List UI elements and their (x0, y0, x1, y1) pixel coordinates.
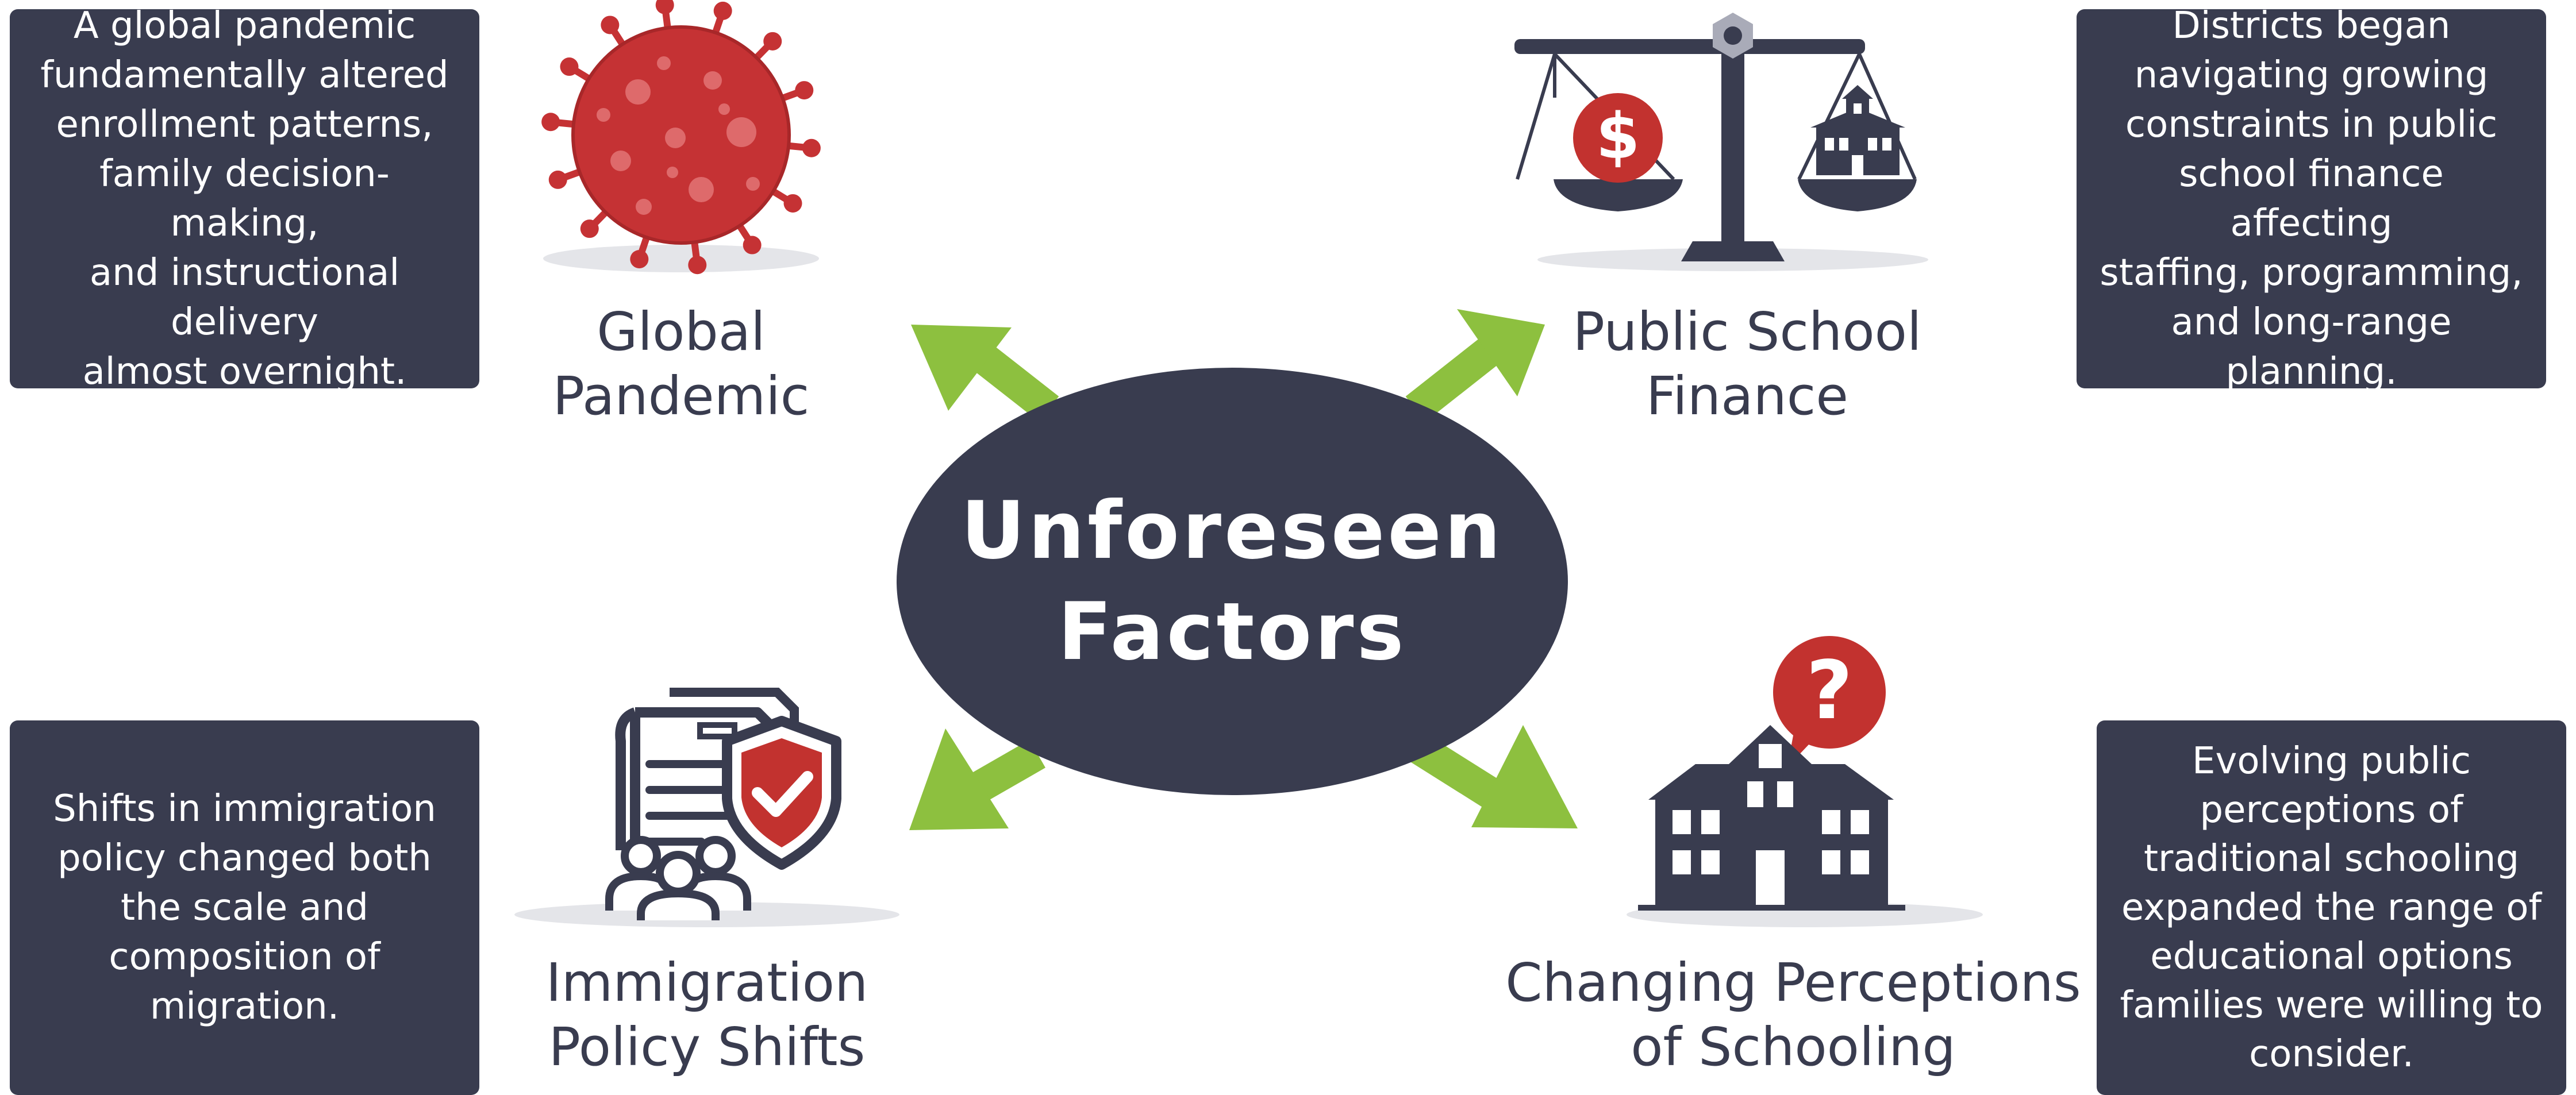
description-line: policy changed both (57, 837, 432, 880)
description-line: Shifts in immigration (53, 788, 436, 830)
factor-label-immigration-policy-shifts: Immigration Policy Shifts (506, 951, 908, 1079)
description-line: constraints in public (2125, 103, 2498, 146)
virus-spike-tip (580, 219, 599, 238)
description-line: and long-range planning. (2171, 301, 2452, 393)
description-line: navigating growing (2134, 54, 2489, 97)
factor-label-line2: of Schooling (1631, 1016, 1956, 1078)
description-box-immigration-policy-shifts: Shifts in immigration policy changed bot… (10, 720, 479, 1095)
description-line: educational options (2150, 935, 2513, 978)
virus-spike-tip (795, 81, 814, 100)
factor-label-line2: Finance (1646, 365, 1848, 427)
virus-spike-tip (541, 113, 560, 132)
description-line: enrollment patterns, (56, 103, 433, 146)
arrow-to-global-pandemic (911, 325, 1059, 422)
dollar-symbol: $ (1596, 99, 1640, 173)
factor-label-line2: Pandemic (552, 365, 810, 427)
factor-label-line1: Immigration (545, 952, 868, 1013)
virus-spike-tip (802, 138, 821, 157)
virus-spike-tip (763, 32, 782, 51)
description-line: fundamentally altered (40, 54, 449, 97)
description-line: families were willing to (2120, 984, 2543, 1027)
virus-spike-tip (713, 1, 732, 20)
description-line: the scale and (120, 886, 369, 929)
description-box-changing-perceptions: Evolving public perceptions of tradition… (2097, 720, 2566, 1095)
arrow-to-public-school-finance (1405, 309, 1545, 422)
center-ellipse (897, 368, 1568, 795)
question-bubble-icon: ? (1773, 636, 1886, 767)
virus-spike-tip (743, 236, 762, 255)
description-line: traditional schooling (2143, 837, 2520, 880)
description-line: Evolving public (2192, 739, 2471, 782)
description-line: almost overnight. (82, 350, 407, 393)
virus-spike-tip (560, 57, 579, 76)
description-line: migration. (149, 985, 340, 1028)
virus-spike-tip (548, 170, 567, 189)
virus-icon (541, 0, 821, 275)
factor-label-line1: Public School (1572, 301, 1922, 363)
factor-label-global-pandemic: Global Pandemic (517, 300, 845, 429)
arrow-to-changing-perceptions (1408, 725, 1578, 828)
virus-spike-tip (655, 0, 674, 14)
factor-label-line1: Changing Perceptions (1505, 952, 2081, 1013)
description-line: perceptions of (2200, 788, 2463, 831)
virus-spike-tip (688, 256, 707, 275)
virus-spike-tip (630, 250, 649, 269)
virus-spike-tip (601, 16, 620, 34)
description-line: and instructional delivery (89, 252, 400, 344)
arrow-to-immigration-policy-shifts (909, 728, 1045, 830)
description-line: consider. (2249, 1032, 2414, 1075)
virus-spikes (541, 0, 821, 275)
description-line: expanded the range of (2121, 886, 2542, 929)
factor-label-public-school-finance: Public School Finance (1529, 300, 1966, 429)
description-line: family decision-making, (99, 153, 390, 245)
description-line: A global pandemic (73, 5, 416, 47)
description-line: Districts began (2172, 5, 2451, 47)
schoolhouse-question-icon: ? (1627, 636, 1983, 927)
mini-school-icon (1810, 85, 1905, 175)
question-symbol: ? (1806, 644, 1852, 738)
virus-spike-tip (783, 194, 802, 213)
description-line: school finance affecting (2179, 153, 2444, 245)
description-line: composition of (109, 936, 380, 978)
balance-scale-icon: $ (1514, 13, 1928, 271)
document-shield-people-icon (514, 688, 899, 927)
description-line: staffing, programming, (2100, 252, 2523, 294)
factor-label-changing-perceptions: Changing Perceptions of Schooling (1494, 951, 2092, 1079)
factor-label-line1: Global (597, 301, 766, 363)
description-box-public-school-finance: Districts began navigating growing const… (2077, 5, 2546, 393)
factor-label-line2: Policy Shifts (548, 1016, 866, 1078)
description-box-global-pandemic: A global pandemic fundamentally altered … (10, 5, 479, 393)
